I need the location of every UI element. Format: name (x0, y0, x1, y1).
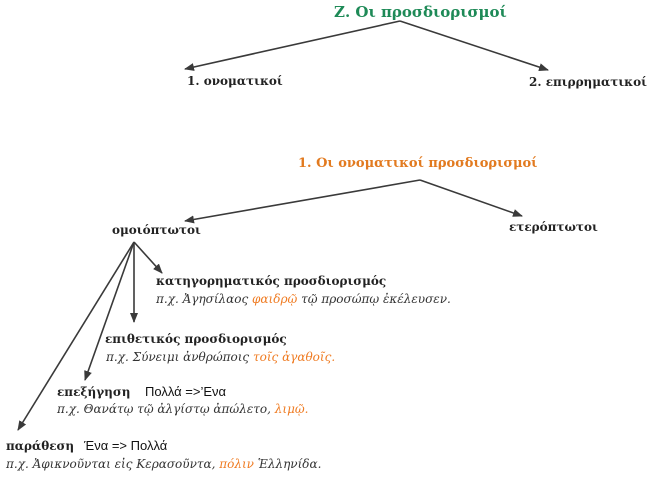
example-epexigisi: π.χ. Θανάτῳ τῷ ἀλγίστῳ ἀπώλετο, λιμῷ. (57, 403, 308, 415)
example-highlight: φαιδρῷ (252, 292, 298, 306)
section-1-title: 1. Οι ονοματικοί προσδιορισμοί (298, 156, 538, 171)
node-onomatikoi: 1. ονοματικοί (187, 74, 283, 88)
example-highlight: λιμῷ. (274, 402, 309, 416)
heading-epithetikos: επιθετικός προσδιορισμός (105, 332, 287, 346)
example-text: π.χ. Σύνειμι ἀνθρώποις (106, 350, 250, 364)
arrow-1-to-eteroptotoi (419, 179, 523, 217)
heading-kategorimatikos: κατηγορηματικός προσδιορισμός (156, 274, 387, 288)
note-parathesi: Ένα => Πολλά (84, 438, 168, 453)
example-text-suffix: Ἑλληνίδα. (257, 457, 322, 471)
example-epithetikos: π.χ. Σύνειμι ἀνθρώποις τοῖς ἀγαθοῖς. (106, 351, 335, 363)
example-text-suffix: τῷ προσώπῳ ἐκέλευσεν. (301, 292, 451, 306)
example-kategorimatikos: π.χ. Ἀγησίλαος φαιδρῷ τῷ προσώπῳ ἐκέλευσ… (156, 293, 451, 305)
example-text: π.χ. Θανάτῳ τῷ ἀλγίστῳ ἀπώλετο, (57, 402, 271, 416)
example-text: π.χ. Ἀφικνοῦνται εἰς Κερασοῦντα, (6, 457, 216, 471)
arrow-to-kategorimatikos (133, 241, 163, 274)
arrow-1-to-omoioptotoi (184, 179, 421, 224)
section-z-title: Ζ. Οι προσδιορισμοί (334, 3, 507, 21)
arrow-z-to-epirrimatikoi (399, 20, 549, 71)
heading-parathesi: παράθεση (6, 439, 75, 453)
example-parathesi: π.χ. Ἀφικνοῦνται εἰς Κερασοῦντα, πόλιν Ἑ… (6, 458, 321, 470)
node-epirrimatikoi: 2. επιρρηματικοί (529, 75, 647, 89)
arrow-to-parathesi (17, 241, 135, 431)
node-eteroptotoi: ετερόπτωτοι (509, 220, 598, 234)
example-text: π.χ. Ἀγησίλαος (156, 292, 249, 306)
example-highlight: τοῖς ἀγαθοῖς. (252, 350, 336, 364)
arrow-to-epexigisi (84, 241, 135, 381)
example-highlight: πόλιν (219, 457, 254, 471)
heading-epexigisi: επεξήγηση (57, 385, 131, 399)
note-epexigisi: Πολλά =>’Ενα (145, 384, 227, 399)
arrow-z-to-onomatikoi (184, 20, 401, 71)
node-omoioptotoi: ομοιόπτωτοι (112, 223, 201, 237)
